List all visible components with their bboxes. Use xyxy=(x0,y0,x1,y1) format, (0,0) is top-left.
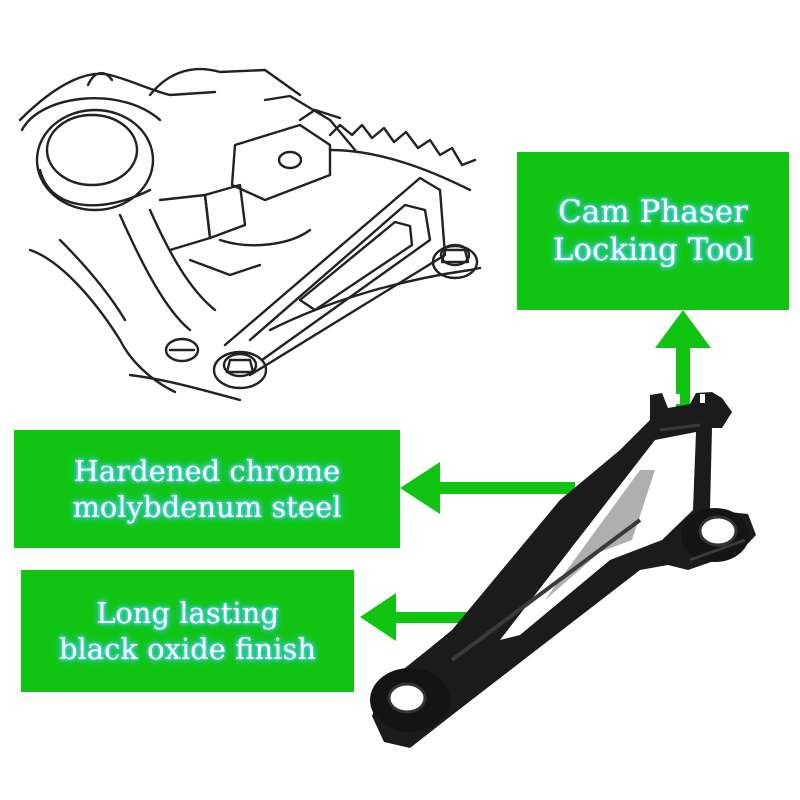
finish-label-line2: black oxide finish xyxy=(58,632,317,666)
cam-phaser-locking-tool-icon xyxy=(370,392,756,748)
arrow-icon xyxy=(360,310,711,641)
finish-label-line1: Long lasting xyxy=(96,596,279,630)
cam-phaser-label-line1: Cam Phaser xyxy=(558,194,748,230)
engine-installation-sketch-icon xyxy=(18,67,482,402)
cam-phaser-label: Cam Phaser Locking Tool xyxy=(517,152,789,310)
finish-label: Long lasting black oxide finish xyxy=(21,570,354,692)
material-label-line2: molybdenum steel xyxy=(72,490,342,524)
material-label: Hardened chrome molybdenum steel xyxy=(14,430,400,548)
material-label-line1: Hardened chrome xyxy=(73,454,341,488)
cam-phaser-label-line2: Locking Tool xyxy=(552,232,754,268)
